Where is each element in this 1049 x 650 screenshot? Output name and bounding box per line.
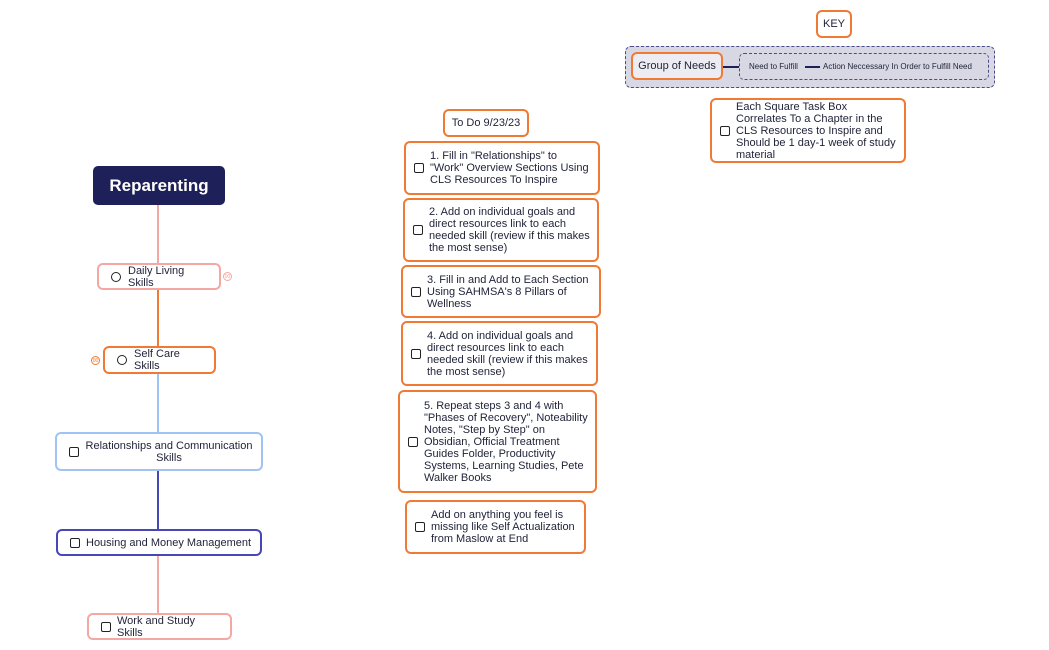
todo-title[interactable]: To Do 9/23/23 <box>443 109 529 137</box>
node-self-care-skills[interactable]: Self Care Skills <box>103 346 216 374</box>
key-connector-line <box>723 66 740 68</box>
collapse-toggle-icon[interactable]: 00 <box>91 356 100 365</box>
circle-icon[interactable] <box>117 355 127 365</box>
todo-item-2[interactable]: 2. Add on individual goals and direct re… <box>403 198 599 262</box>
key-action-label: Action Neccessary In Order to Fulfill Ne… <box>823 62 972 71</box>
collapse-toggle-icon[interactable]: 00 <box>223 272 232 281</box>
node-daily-living-skills[interactable]: Daily Living Skills <box>97 263 221 290</box>
todo-item-3[interactable]: 3. Fill in and Add to Each Section Using… <box>401 265 601 318</box>
key-title: KEY <box>816 10 852 38</box>
node-relationships-communication[interactable]: Relationships and Communication Skills <box>55 432 263 471</box>
checkbox-icon[interactable] <box>101 621 111 632</box>
checkbox-icon[interactable] <box>720 125 730 136</box>
checkbox-icon[interactable] <box>415 522 425 532</box>
key-need-action-line <box>805 66 820 68</box>
tree-line-daily-selfcare <box>157 290 159 347</box>
checkbox-icon[interactable] <box>411 286 421 297</box>
node-housing-money[interactable]: Housing and Money Management <box>56 529 262 556</box>
checkbox-icon[interactable] <box>69 446 79 457</box>
tree-line-selfcare-relationships <box>157 374 159 433</box>
checkbox-icon[interactable] <box>414 163 424 173</box>
todo-item-5[interactable]: 5. Repeat steps 3 and 4 with "Phases of … <box>398 390 597 493</box>
checkbox-icon[interactable] <box>411 348 421 359</box>
checkbox-icon[interactable] <box>408 436 418 447</box>
todo-item-6[interactable]: Add on anything you feel is missing like… <box>405 500 586 554</box>
todo-item-1[interactable]: 1. Fill in "Relationships" to "Work" Ove… <box>404 141 600 195</box>
tree-line-housing-work <box>157 556 159 614</box>
circle-icon[interactable] <box>111 271 121 282</box>
checkbox-icon[interactable] <box>413 225 423 235</box>
key-need-label: Need to Fulfill <box>749 62 798 71</box>
node-work-study[interactable]: Work and Study Skills <box>87 613 232 640</box>
root-reparenting[interactable]: Reparenting <box>93 166 225 205</box>
key-note[interactable]: Each Square Task Box Correlates To a Cha… <box>710 98 906 163</box>
tree-line-root-daily <box>157 205 159 264</box>
todo-item-4[interactable]: 4. Add on individual goals and direct re… <box>401 321 598 386</box>
tree-line-relationships-housing <box>157 471 159 529</box>
key-need-panel <box>739 53 989 80</box>
key-group-of-needs[interactable]: Group of Needs <box>631 52 723 80</box>
checkbox-icon[interactable] <box>70 537 80 548</box>
